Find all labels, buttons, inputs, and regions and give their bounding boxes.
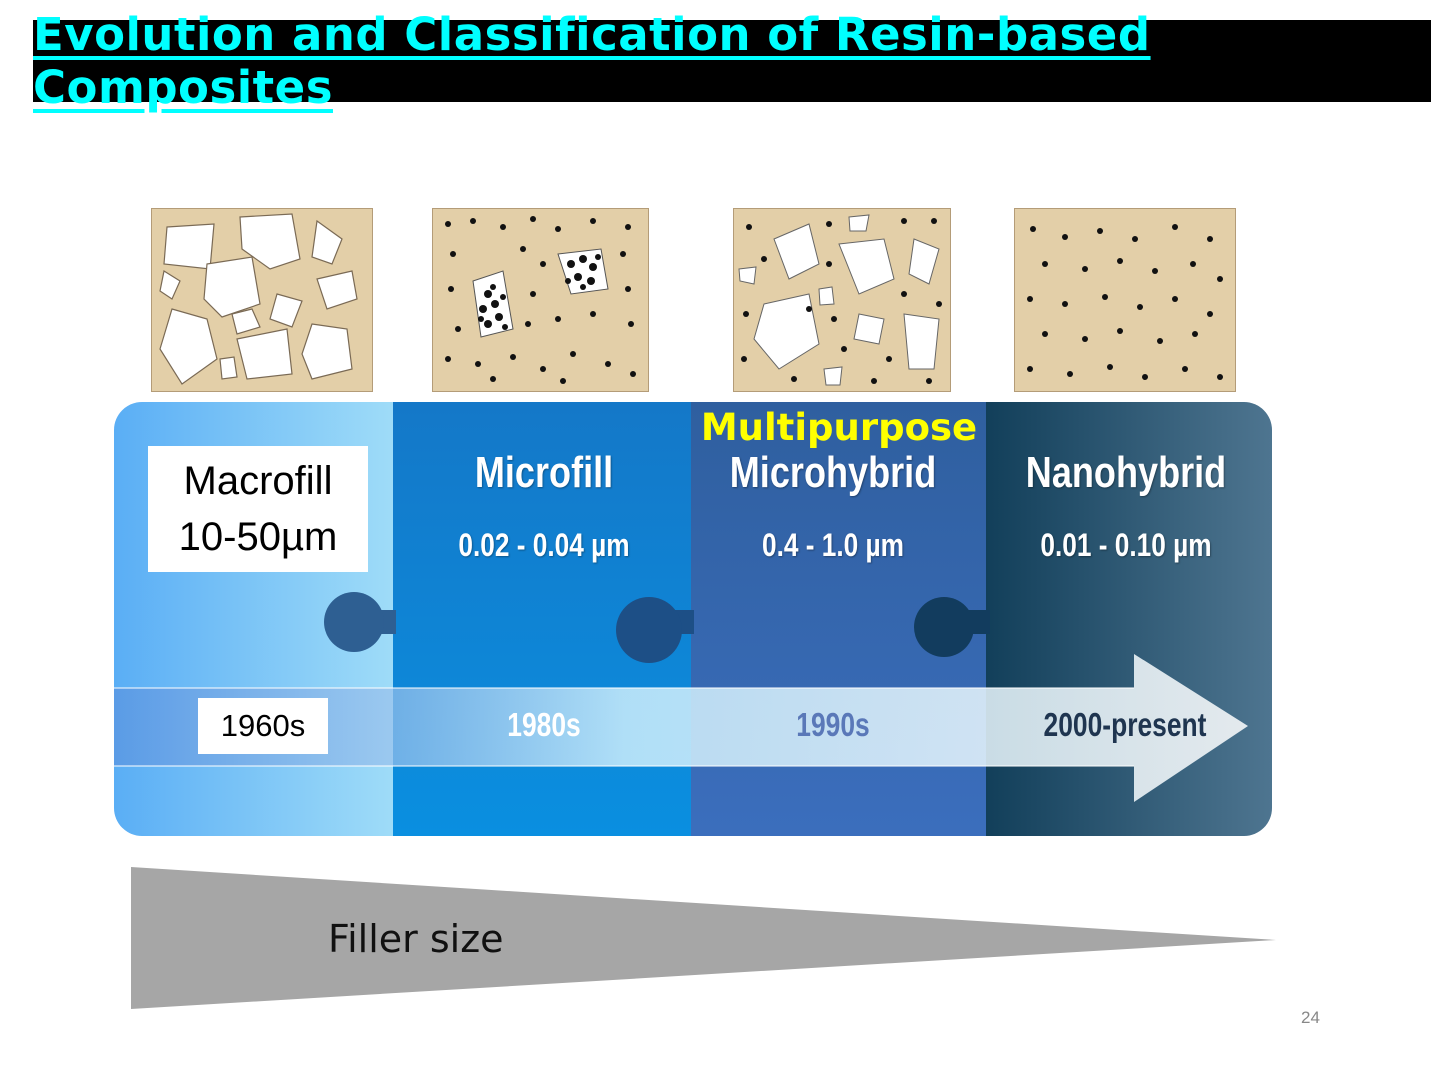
microhybrid-name: Microhybrid xyxy=(729,448,937,497)
nanohybrid-range: 0.01 - 0.10 µm xyxy=(1040,527,1212,563)
macrofill-label-box: Macrofill 10-50µm xyxy=(148,446,368,572)
microfill-texture-image xyxy=(432,208,649,392)
macrofill-texture-image xyxy=(151,208,373,392)
era-2000-present: 2000-present xyxy=(1043,706,1207,743)
microfill-range: 0.02 - 0.04 µm xyxy=(458,527,630,563)
era-1960s: 1960s xyxy=(198,698,328,754)
microhybrid-texture-image xyxy=(733,208,951,392)
title-bar: Evolution and Classification of Resin-ba… xyxy=(33,8,1431,114)
filler-size-label: Filler size xyxy=(328,917,504,961)
connector-knob-3 xyxy=(914,597,974,657)
page-number: 24 xyxy=(1301,1008,1320,1027)
connector-knob-1 xyxy=(324,592,384,652)
microfill-name: Microfill xyxy=(474,448,614,497)
macrofill-range: 10-50µm xyxy=(178,515,338,559)
era-1980s: 1980s xyxy=(507,706,581,743)
filler-size-wedge xyxy=(131,867,1276,1009)
connector-knob-2 xyxy=(616,597,682,663)
nanohybrid-name: Nanohybrid xyxy=(1025,448,1227,497)
macrofill-name: Macrofill xyxy=(183,459,333,503)
microhybrid-range: 0.4 - 1.0 µm xyxy=(761,527,905,563)
multipurpose-tag: Multipurpose xyxy=(700,406,978,449)
era-1990s: 1990s xyxy=(796,706,870,743)
slide-title: Evolution and Classification of Resin-ba… xyxy=(33,8,1151,114)
nanohybrid-texture-image xyxy=(1014,208,1236,392)
